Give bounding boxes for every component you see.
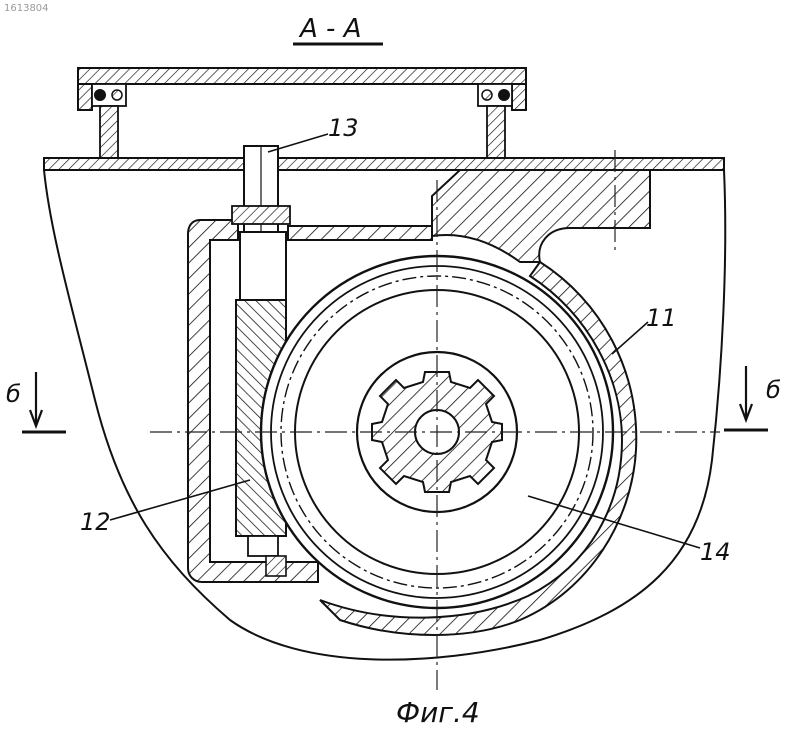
housing-block	[432, 170, 650, 262]
right-seal	[478, 84, 512, 106]
view-marker-left-label: б	[6, 380, 21, 408]
label-14: 14	[700, 538, 731, 566]
view-marker-right: б	[724, 366, 781, 430]
label-11: 11	[646, 304, 677, 332]
document-number: 1613804	[4, 3, 49, 14]
view-marker-right-label: б	[766, 376, 781, 404]
label-13: 13	[328, 114, 359, 142]
view-marker-left: б	[6, 372, 66, 432]
callout-13: 13	[268, 114, 359, 152]
section-title-text: A - A	[298, 14, 361, 44]
base-plate	[44, 158, 724, 170]
callout-11: 11	[612, 304, 677, 354]
callout-12: 12	[80, 480, 250, 536]
top-cover	[78, 68, 526, 158]
figure-caption: Фиг.4	[396, 696, 480, 729]
left-seal	[92, 84, 126, 106]
section-title: A - A	[293, 14, 383, 44]
label-12: 12	[80, 508, 111, 536]
